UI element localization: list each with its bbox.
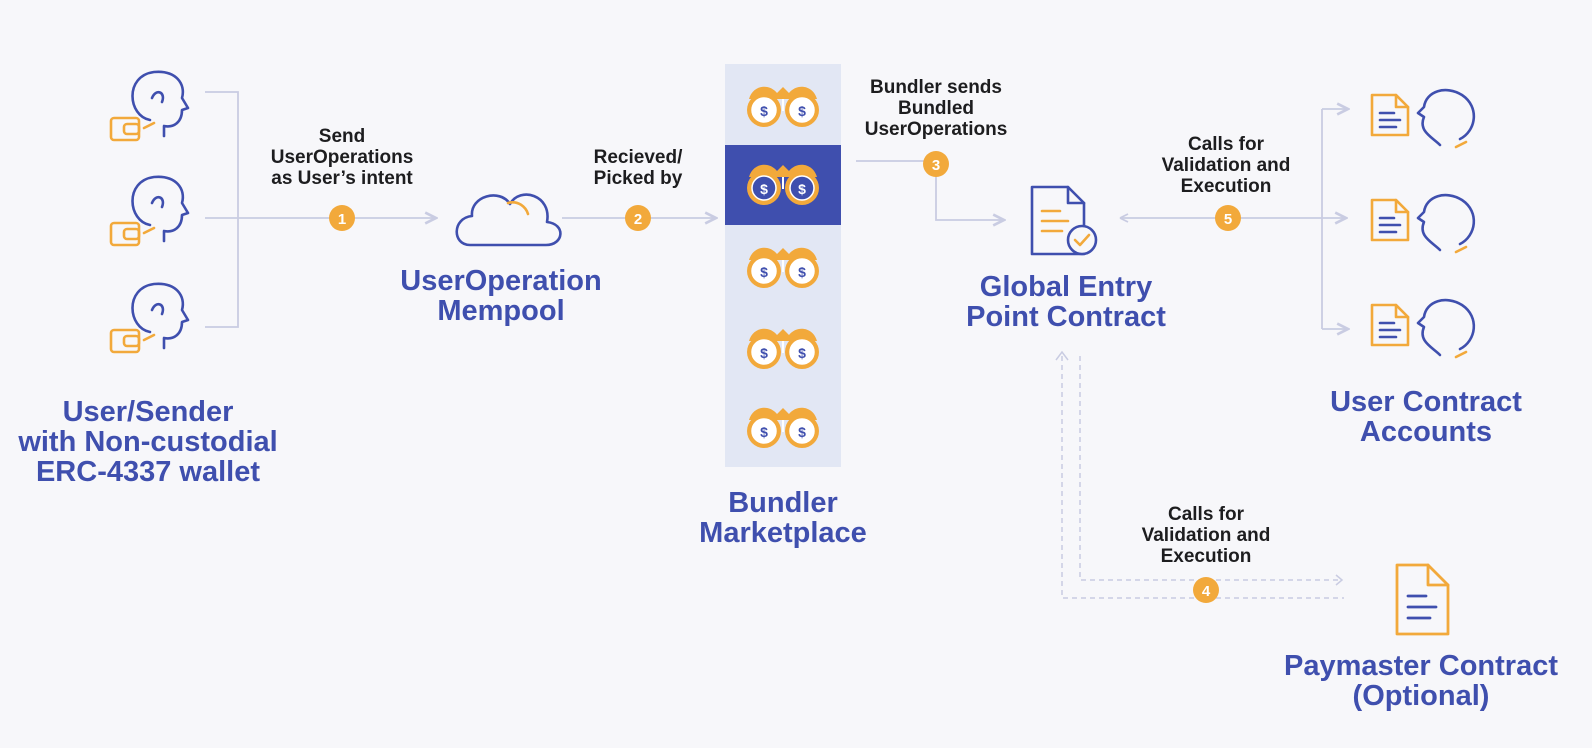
accounts-title: User Contract Accounts — [1330, 386, 1522, 448]
svg-text:5: 5 — [1224, 211, 1232, 228]
sender-bracket — [205, 91, 436, 328]
user-head-icon — [131, 70, 190, 138]
svg-text:$: $ — [798, 424, 806, 440]
svg-text:$: $ — [798, 103, 806, 119]
mempool-title: UserOperation Mempool — [400, 265, 602, 327]
svg-text:1: 1 — [338, 211, 346, 228]
document-icon — [1370, 198, 1410, 242]
svg-text:$: $ — [760, 181, 768, 197]
step-label-5: Calls for Validation and Execution — [1161, 134, 1291, 197]
cloud-icon — [455, 193, 562, 247]
wallet-icon — [109, 221, 141, 247]
svg-text:$: $ — [798, 264, 806, 280]
sender-users — [109, 70, 190, 354]
paymaster-title: Paymaster Contract (Optional) — [1284, 650, 1558, 712]
sender-user — [109, 282, 190, 354]
svg-text:2: 2 — [634, 211, 642, 228]
document-icon — [1370, 93, 1410, 137]
step-label-4: Calls for Validation and Execution — [1141, 504, 1271, 567]
svg-text:$: $ — [760, 345, 768, 361]
binoculars-icon: $$ — [747, 247, 819, 288]
sender-user — [109, 175, 190, 247]
bundler-title: Bundler Marketplace — [699, 487, 867, 549]
user-head-icon — [131, 282, 190, 350]
binoculars-icon: $$ — [747, 328, 819, 369]
user-head-icon — [131, 175, 190, 243]
bundler-icons: $$$$$$$$$$ — [747, 86, 819, 448]
account-row — [1370, 298, 1476, 359]
step-label-1: Send UserOperations as User’s intent — [270, 126, 414, 189]
step-label-2: Recieved/ Picked by — [593, 147, 683, 189]
binoculars-icon: $$ — [747, 164, 819, 205]
contract-check-icon — [1030, 185, 1098, 256]
account-rows — [1370, 88, 1476, 359]
step-label-3: Bundler sends Bundled UserOperations — [864, 77, 1008, 140]
entry-point-title: Global Entry Point Contract — [966, 271, 1166, 333]
entry-to-paymaster-arrows — [1061, 356, 1344, 599]
svg-text:4: 4 — [1202, 583, 1211, 600]
binoculars-icon: $$ — [747, 86, 819, 127]
document-icon — [1370, 303, 1410, 347]
sender-user — [109, 70, 190, 142]
svg-text:$: $ — [760, 103, 768, 119]
svg-text:$: $ — [798, 181, 806, 197]
step-badge-2: 2 — [625, 205, 651, 231]
binoculars-icon: $$ — [747, 407, 819, 448]
svg-text:3: 3 — [932, 157, 940, 174]
bundler-to-entry-arrow — [856, 160, 1004, 220]
step-badge-3: 3 — [923, 151, 949, 177]
svg-text:$: $ — [760, 424, 768, 440]
step-badge-1: 1 — [329, 205, 355, 231]
user-head-icon — [1416, 88, 1476, 149]
user-head-icon — [1416, 193, 1476, 254]
account-row — [1370, 88, 1476, 149]
svg-text:$: $ — [798, 345, 806, 361]
wallet-icon — [109, 116, 141, 142]
step-badge-4: 4 — [1193, 577, 1219, 603]
paymaster-document-icon — [1395, 563, 1450, 636]
sender-title: User/Sender with Non-custodial ERC-4337 … — [18, 396, 278, 488]
step-badge-5: 5 — [1215, 205, 1241, 231]
wallet-icon — [109, 328, 141, 354]
user-head-icon — [1416, 298, 1476, 359]
svg-text:$: $ — [760, 264, 768, 280]
account-row — [1370, 193, 1476, 254]
